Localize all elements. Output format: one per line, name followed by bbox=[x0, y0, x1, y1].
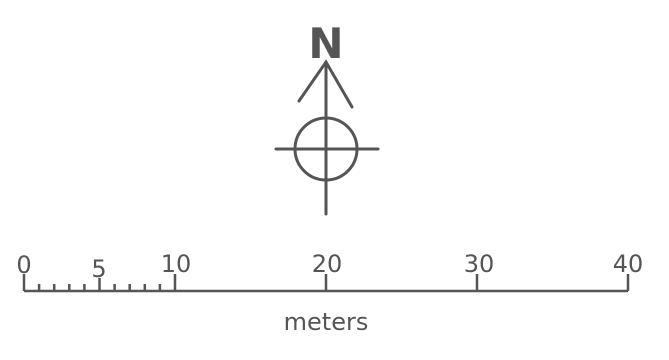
north-arrow: N bbox=[274, 19, 380, 216]
scale-label-40: 40 bbox=[613, 250, 644, 278]
scale-label-5: 5 bbox=[91, 255, 106, 283]
north-arrow-icon bbox=[274, 59, 380, 216]
scale-label-10: 10 bbox=[161, 250, 192, 278]
scale-label-0: 0 bbox=[16, 251, 31, 279]
scale-bar: 0 5 10 20 30 40 meters bbox=[16, 250, 643, 336]
scale-label-30: 30 bbox=[464, 250, 495, 278]
scale-label-20: 20 bbox=[312, 250, 343, 278]
scale-ticks bbox=[22, 274, 630, 293]
scale-unit-label: meters bbox=[284, 308, 369, 336]
